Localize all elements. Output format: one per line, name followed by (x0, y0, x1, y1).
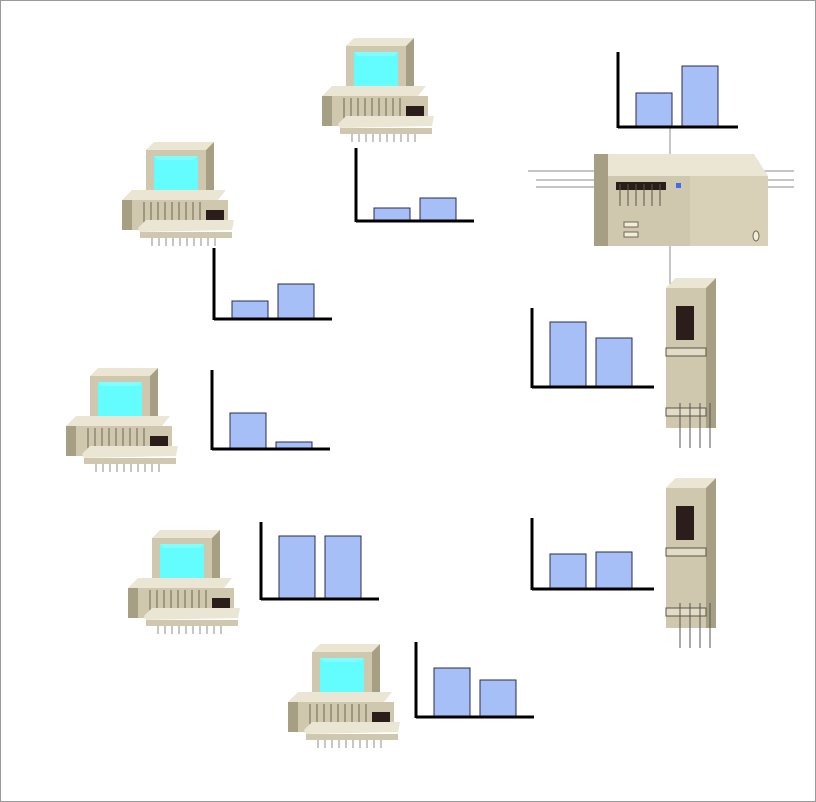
workstation-top (322, 38, 434, 142)
load-chart-tower-lower (532, 518, 654, 590)
bar (276, 442, 312, 448)
bar (232, 301, 268, 318)
load-chart-upper-left (214, 248, 332, 320)
screen (154, 156, 198, 192)
bar (325, 536, 361, 598)
load-chart-left (212, 370, 330, 450)
screen (160, 544, 204, 580)
bar (550, 322, 586, 386)
bar (278, 284, 314, 318)
drive-bay (616, 182, 666, 190)
bar (596, 338, 632, 386)
bar (374, 208, 410, 220)
load-chart-server (618, 52, 738, 128)
load-chart-lower-left (261, 522, 379, 600)
workstation-left (66, 368, 178, 472)
bar (420, 198, 456, 220)
status-led (676, 183, 681, 188)
disk-tower-lower (666, 478, 716, 648)
server-cabinet (594, 154, 768, 246)
screen (98, 382, 142, 418)
load-chart-tower-upper (532, 308, 654, 388)
bar (682, 66, 718, 126)
screen (320, 658, 364, 694)
screen (354, 52, 398, 88)
disk-tower-upper (666, 278, 716, 448)
load-chart-top (356, 148, 474, 222)
drive-slot (676, 306, 694, 340)
bar (550, 554, 586, 588)
bar (636, 93, 672, 126)
workstation-lower-left (128, 530, 240, 634)
bar (480, 680, 516, 716)
bar (230, 413, 266, 448)
workstation-upper-left (122, 142, 234, 246)
drive-slot (676, 506, 694, 540)
bar (596, 552, 632, 588)
bar (434, 668, 470, 716)
workstation-bottom (288, 644, 400, 748)
bar (279, 536, 315, 598)
load-chart-bottom (416, 642, 534, 718)
